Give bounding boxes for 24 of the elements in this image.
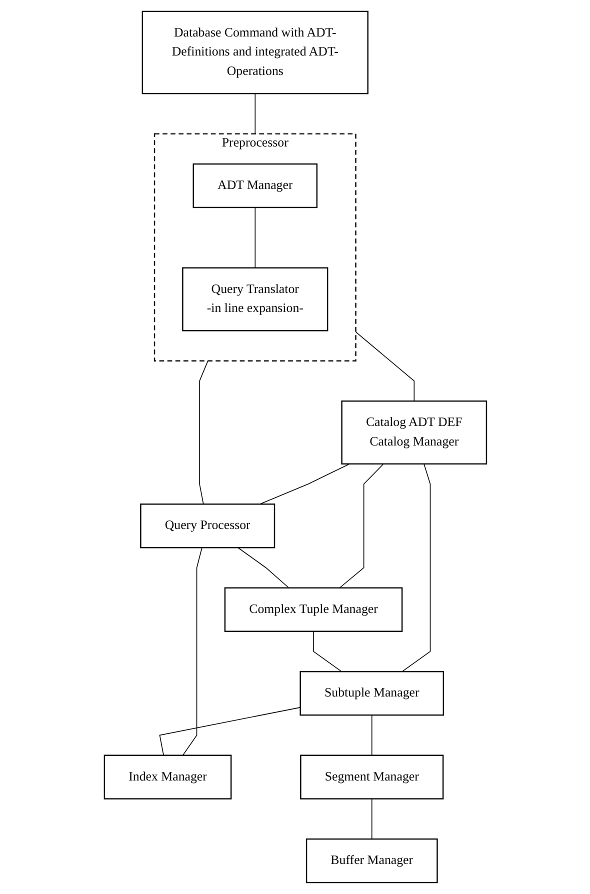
process-box: Subtuple Manager bbox=[299, 671, 444, 716]
connector-line bbox=[158, 707, 300, 756]
process-box: Buffer Manager bbox=[305, 838, 438, 884]
process-box: Catalog ADT DEF Catalog Manager bbox=[340, 400, 487, 464]
connector-line bbox=[258, 464, 350, 505]
process-box: Database Command with ADT-Definitions and integrated ADT-Operations bbox=[141, 10, 368, 94]
process-box: Index Manager bbox=[103, 754, 232, 800]
connector-line bbox=[401, 464, 430, 672]
connector-line bbox=[237, 547, 289, 588]
connector-line bbox=[254, 93, 256, 134]
connector-line bbox=[371, 714, 372, 756]
process-box: Complex Tuple Manager bbox=[224, 587, 402, 632]
process-box: Query Processor bbox=[140, 504, 275, 548]
connector-line bbox=[198, 360, 208, 505]
connector-line bbox=[338, 464, 384, 588]
connector-line bbox=[371, 798, 372, 840]
connector-line bbox=[182, 547, 202, 756]
connector-line bbox=[312, 630, 342, 672]
connector-line bbox=[354, 332, 414, 402]
process-box: Query Translator -in line expansion- bbox=[182, 267, 328, 332]
group-title: Preprocessor bbox=[221, 136, 288, 150]
process-box: ADT Manager bbox=[192, 163, 318, 208]
process-box: Segment Manager bbox=[300, 754, 444, 800]
connector-line bbox=[254, 207, 256, 268]
